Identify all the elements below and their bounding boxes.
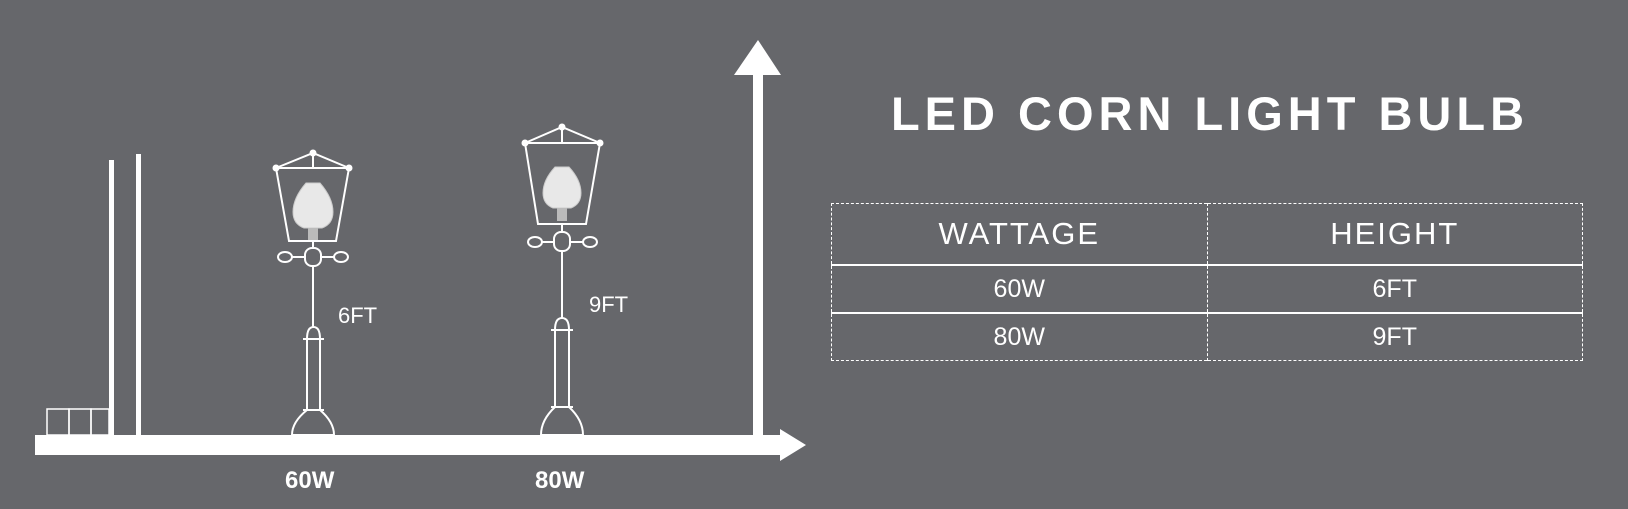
spec-table: WATTAGE HEIGHT 60W 6FT 80W 9FT — [831, 203, 1583, 361]
table-row: 60W 6FT — [831, 265, 1583, 314]
ground-axis-arrow — [35, 429, 806, 461]
page-title: LED CORN LIGHT BULB — [890, 87, 1530, 140]
cell-height: 6FT — [1206, 265, 1583, 314]
lamp-height-label: 9FT — [589, 292, 628, 317]
corn-bulb-icon — [542, 166, 582, 221]
corn-bulb-icon — [292, 182, 334, 240]
header-height: HEIGHT — [1206, 203, 1583, 266]
fence-boxes — [46, 408, 110, 436]
lamp-wattage-label: 80W — [535, 467, 585, 494]
lamp-post-80w — [521, 123, 604, 436]
vertical-axis-arrow — [734, 40, 781, 438]
lamp-post-60w — [272, 149, 353, 436]
wall-poles — [109, 154, 141, 438]
cell-wattage: 60W — [831, 265, 1207, 314]
cell-wattage: 80W — [993, 322, 1045, 351]
table-row: 80W 9FT — [832, 313, 1583, 361]
table-header-row: WATTAGE HEIGHT — [831, 203, 1583, 266]
lamp-wattage-label: 60W — [285, 467, 335, 494]
header-wattage: WATTAGE — [831, 203, 1207, 266]
lamp-height-label: 6FT — [338, 303, 377, 328]
cell-height: 9FT — [1206, 313, 1583, 361]
